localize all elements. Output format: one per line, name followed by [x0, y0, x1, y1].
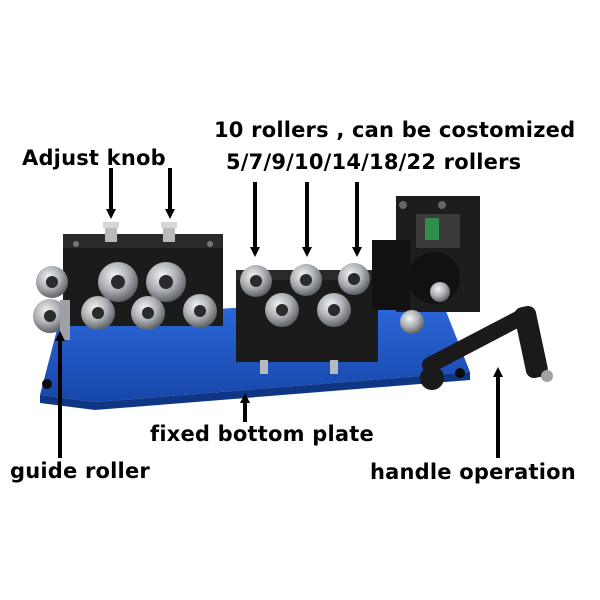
guide-roller-label: guide roller — [10, 459, 150, 483]
middle-rollers — [240, 263, 370, 327]
handle-operation-label: handle operation — [370, 460, 576, 484]
drive-frame — [372, 196, 480, 334]
rollers-label-line1: 10 rollers , can be costomized — [214, 118, 576, 142]
fixed-bottom-plate-label: fixed bottom plate — [150, 422, 374, 446]
annotation-arrows — [55, 168, 503, 458]
adjust-knob-label: Adjust knob — [22, 146, 166, 170]
rollers-label-line2: 5/7/9/10/14/18/22 rollers — [226, 150, 522, 174]
left-rollers — [81, 262, 217, 330]
crank-handle — [420, 305, 553, 390]
guide-rollers — [33, 266, 70, 340]
